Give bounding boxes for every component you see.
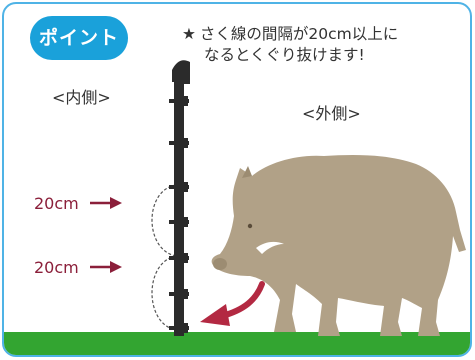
note-line-2: なるとくぐり抜けます!: [204, 46, 365, 64]
note-line-1: ★さく線の間隔が20cm以上に: [182, 24, 462, 45]
fence-illustration: [90, 60, 466, 336]
spacing-label-lower: 20cm: [34, 258, 79, 277]
point-badge: ポイント: [30, 16, 128, 60]
ground: [4, 332, 470, 355]
wire-clips: [169, 96, 189, 333]
diagram-frame: ポイント ★さく線の間隔が20cm以上に なるとくぐり抜けます! <内側> <外…: [2, 2, 472, 357]
spacing-label-upper: 20cm: [34, 194, 79, 213]
outside-label: <外側>: [302, 104, 361, 123]
note-line-1-text: さく線の間隔が20cm以上に: [199, 25, 399, 43]
note-text: ★さく線の間隔が20cm以上に なるとくぐり抜けます!: [182, 24, 462, 66]
star-icon: ★: [182, 25, 196, 43]
fence-post: [172, 60, 190, 336]
boar-path-arrow: [200, 281, 265, 326]
boar-illustration: [211, 154, 466, 336]
spacing-arrow-lower: [90, 261, 122, 273]
inside-label: <内側>: [52, 88, 111, 107]
wire-gap-loops: [151, 184, 177, 331]
spacing-arrow-upper: [90, 197, 122, 209]
